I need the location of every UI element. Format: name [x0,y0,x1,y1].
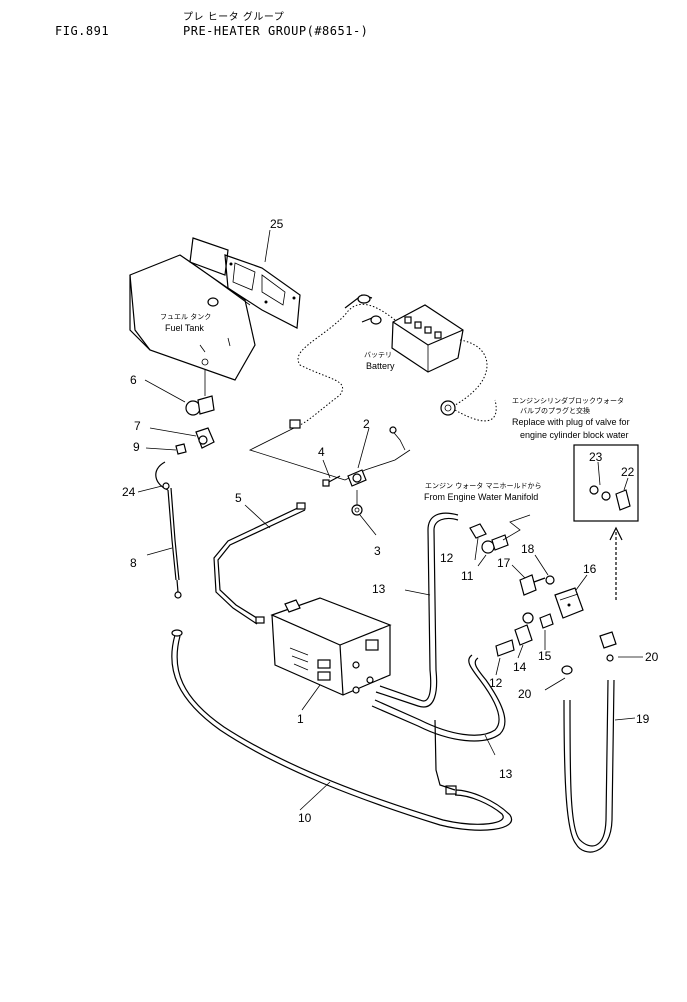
replace-caption-en-2: engine cylinder block water [520,430,629,440]
label-20-right: 20 [645,650,659,664]
battery-caption: Battery [366,361,395,371]
battery [391,304,464,373]
manifold-caption-jp: エンジン ウォータ マニホールドから [425,481,541,490]
label-16: 16 [583,562,597,576]
label-18: 18 [521,542,535,556]
grommet-3 [351,504,363,516]
label-23: 23 [589,450,603,464]
adapter-12-lower [495,639,515,657]
manifold-caption: From Engine Water Manifold [424,492,538,502]
label-7: 7 [134,419,141,433]
label-22: 22 [621,465,635,479]
adapter-12-upper [469,523,487,539]
label-9: 9 [133,440,140,454]
detail-box-22-23 [573,444,639,522]
replace-caption-en-1: Replace with plug of valve for [512,417,630,427]
label-1: 1 [297,712,304,726]
label-6: 6 [130,373,137,387]
label-13-upper: 13 [372,582,386,596]
nipple-15 [539,613,554,629]
clip-9 [175,443,187,455]
valve-16 [554,587,584,619]
label-3: 3 [374,544,381,558]
label-20-lower: 20 [518,687,532,701]
elbow-7 [195,427,215,449]
figure-number: FIG.891 [55,24,110,38]
label-5: 5 [235,491,242,505]
label-12-lower: 12 [489,676,503,690]
label-14: 14 [513,660,527,674]
heater-unit-1 [270,597,392,696]
label-15: 15 [538,649,552,663]
title-english: PRE-HEATER GROUP(#8651-) [183,24,369,38]
label-24: 24 [122,485,136,499]
replace-caption-jp-2: バルブのプラグと交換 [520,406,590,415]
panel-plate-25 [189,237,301,329]
label-4: 4 [318,445,325,459]
fuel-tank-caption: Fuel Tank [165,323,204,333]
bolt-4 [322,475,341,487]
connector-2 [347,469,367,487]
washer-18 [545,575,555,585]
title-japanese: プレ ヒータ グループ [183,12,285,23]
label-10: 10 [298,811,312,825]
label-8: 8 [130,556,137,570]
label-13-lower: 13 [499,767,513,781]
label-12-upper: 12 [440,551,454,565]
valve-11 [481,534,509,554]
label-19: 19 [636,712,650,726]
label-25: 25 [270,217,284,231]
fitting-14 [514,612,534,646]
fitting-20-lower [561,665,573,675]
replace-caption-jp-1: エンジンシリンダブロックウォータ [512,396,624,405]
bolt-17 [519,574,546,596]
label-11: 11 [461,569,474,583]
label-17: 17 [497,556,511,570]
fitting-20-right [599,631,617,662]
label-2: 2 [363,417,370,431]
fitting-6 [185,358,215,416]
fuel-tank-caption-jp: フュエル タンク [160,312,211,321]
battery-caption-jp: バッテリ [364,351,392,359]
